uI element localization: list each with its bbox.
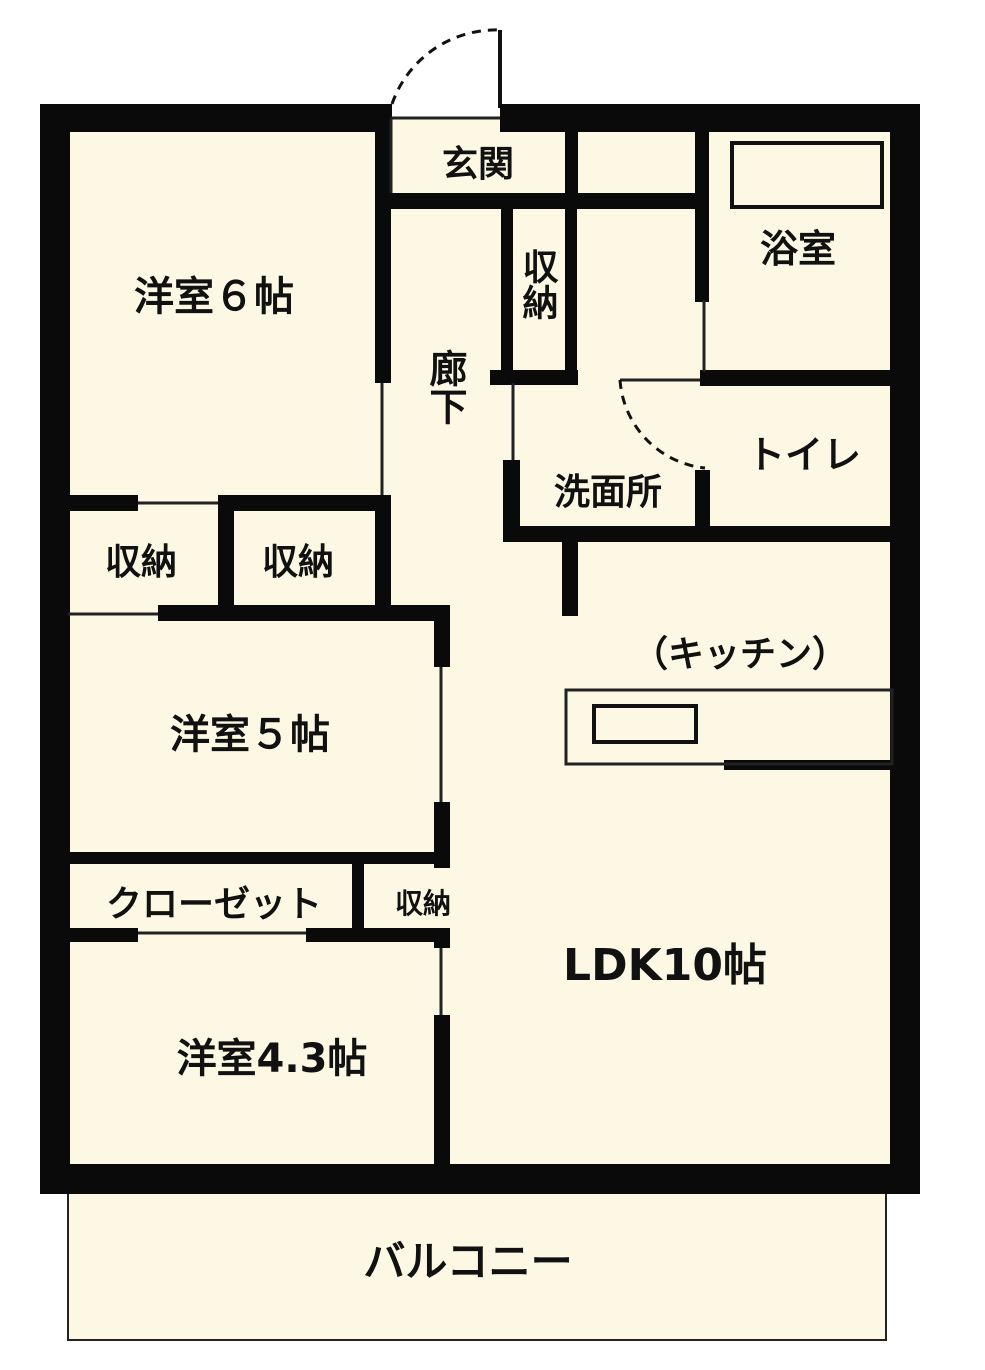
toilet-label: トイレ — [747, 433, 861, 477]
toilet-door-swing — [618, 379, 706, 470]
western-4-3-label: 洋室4.3帖 — [177, 1036, 368, 1082]
storage-middle-label: 収納 — [262, 542, 334, 583]
outer-walls — [40, 104, 920, 1194]
interior-floor — [60, 118, 905, 1176]
western-5-label: 洋室５帖 — [170, 712, 330, 758]
ldk-label: LDK10帖 — [563, 940, 767, 991]
corridor-label: 廊下 — [423, 349, 467, 425]
washroom-label: 洗面所 — [554, 472, 662, 513]
storage-small-label: 収納 — [395, 887, 451, 920]
bathroom-label: 浴室 — [760, 227, 836, 271]
entrance-door-swing — [390, 28, 501, 105]
entrance-label: 玄関 — [442, 144, 514, 185]
storage-hall-label: 収納 — [517, 248, 559, 320]
thin-lines — [68, 116, 894, 1015]
western-6-label: 洋室６帖 — [134, 274, 294, 320]
balcony-floor — [67, 1189, 887, 1341]
interior-walls — [60, 118, 893, 1175]
closet-label: クローゼット — [106, 884, 322, 925]
kitchen-label: （キッチン） — [632, 634, 848, 675]
balcony-label: バルコニー — [363, 1237, 572, 1286]
storage-left-label: 収納 — [105, 542, 177, 583]
bathtub — [730, 141, 884, 209]
kitchen-sink — [592, 704, 698, 744]
